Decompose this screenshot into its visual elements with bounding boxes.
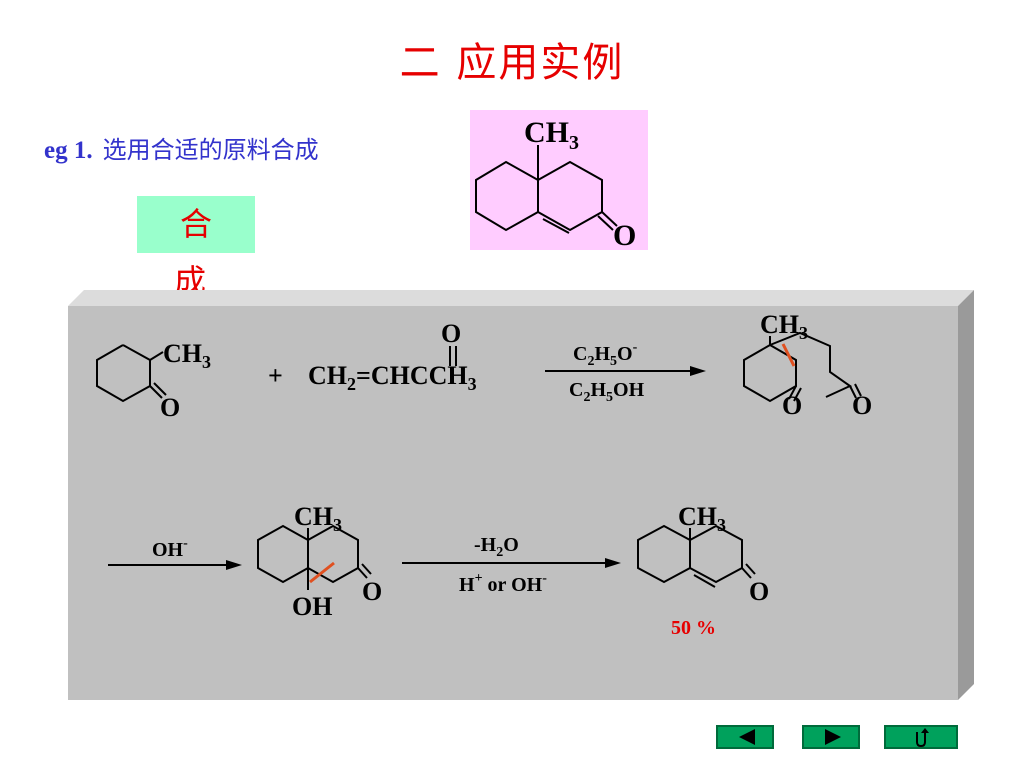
target-oxygen: O: [613, 219, 636, 252]
r1-oxygen: O: [160, 393, 180, 422]
example-text: 选用合适的原料合成: [102, 136, 319, 164]
reagent-ethoxide: C: [573, 343, 587, 365]
page-title: 二 应用实例: [399, 40, 625, 86]
return-button[interactable]: [884, 725, 958, 749]
prev-arrow-icon: [739, 729, 755, 745]
final-oxygen: O: [749, 577, 769, 606]
r1-methyl: CH: [163, 339, 202, 368]
int-hydroxyl: OH: [292, 592, 332, 621]
svg-text:OH-: OH-: [152, 536, 188, 561]
reagent-ethanol: C: [569, 379, 583, 401]
svg-text:CH3: CH3: [163, 339, 211, 372]
int-oxygen: O: [362, 577, 382, 606]
target-methyl: CH: [524, 116, 569, 149]
svg-text:CH3: CH3: [760, 310, 808, 343]
svg-text:H+ or OH-: H+ or OH-: [459, 571, 547, 596]
return-icon: [916, 728, 929, 748]
next-button[interactable]: [802, 725, 860, 749]
synthesis-label: 合 成: [137, 196, 255, 300]
svg-text:CH2=CHCCH3: CH2=CHCCH3: [308, 361, 477, 394]
p1-chain-oxygen: O: [852, 391, 872, 420]
next-arrow-icon: [825, 729, 841, 745]
p1-ring-oxygen: O: [782, 391, 802, 420]
reagent-hydroxide: OH: [152, 539, 184, 561]
example-label: eg 1.: [44, 137, 93, 164]
example-heading: eg 1. 选用合适的原料合成: [44, 130, 319, 165]
int-methyl: CH: [294, 502, 333, 531]
plus-sign: +: [268, 361, 283, 390]
svg-text:CH3: CH3: [678, 502, 726, 535]
final-methyl: CH: [678, 502, 717, 531]
prev-button[interactable]: [716, 725, 774, 749]
p1-methyl: CH: [760, 310, 799, 339]
svg-text:-H2O: -H2O: [474, 534, 519, 560]
reagent-acid-or-base: H: [459, 574, 475, 596]
reagent-dehydration: -H: [474, 534, 497, 556]
svg-text:C2H5OH: C2H5OH: [569, 379, 645, 405]
yield-label: 50 %: [671, 617, 716, 639]
r2-formula-a: CH: [308, 361, 347, 390]
svg-text:C2H5O-: C2H5O-: [573, 340, 638, 369]
svg-text:CH3: CH3: [294, 502, 342, 535]
r2-oxygen: O: [441, 319, 461, 348]
svg-text:CH3: CH3: [524, 116, 579, 154]
